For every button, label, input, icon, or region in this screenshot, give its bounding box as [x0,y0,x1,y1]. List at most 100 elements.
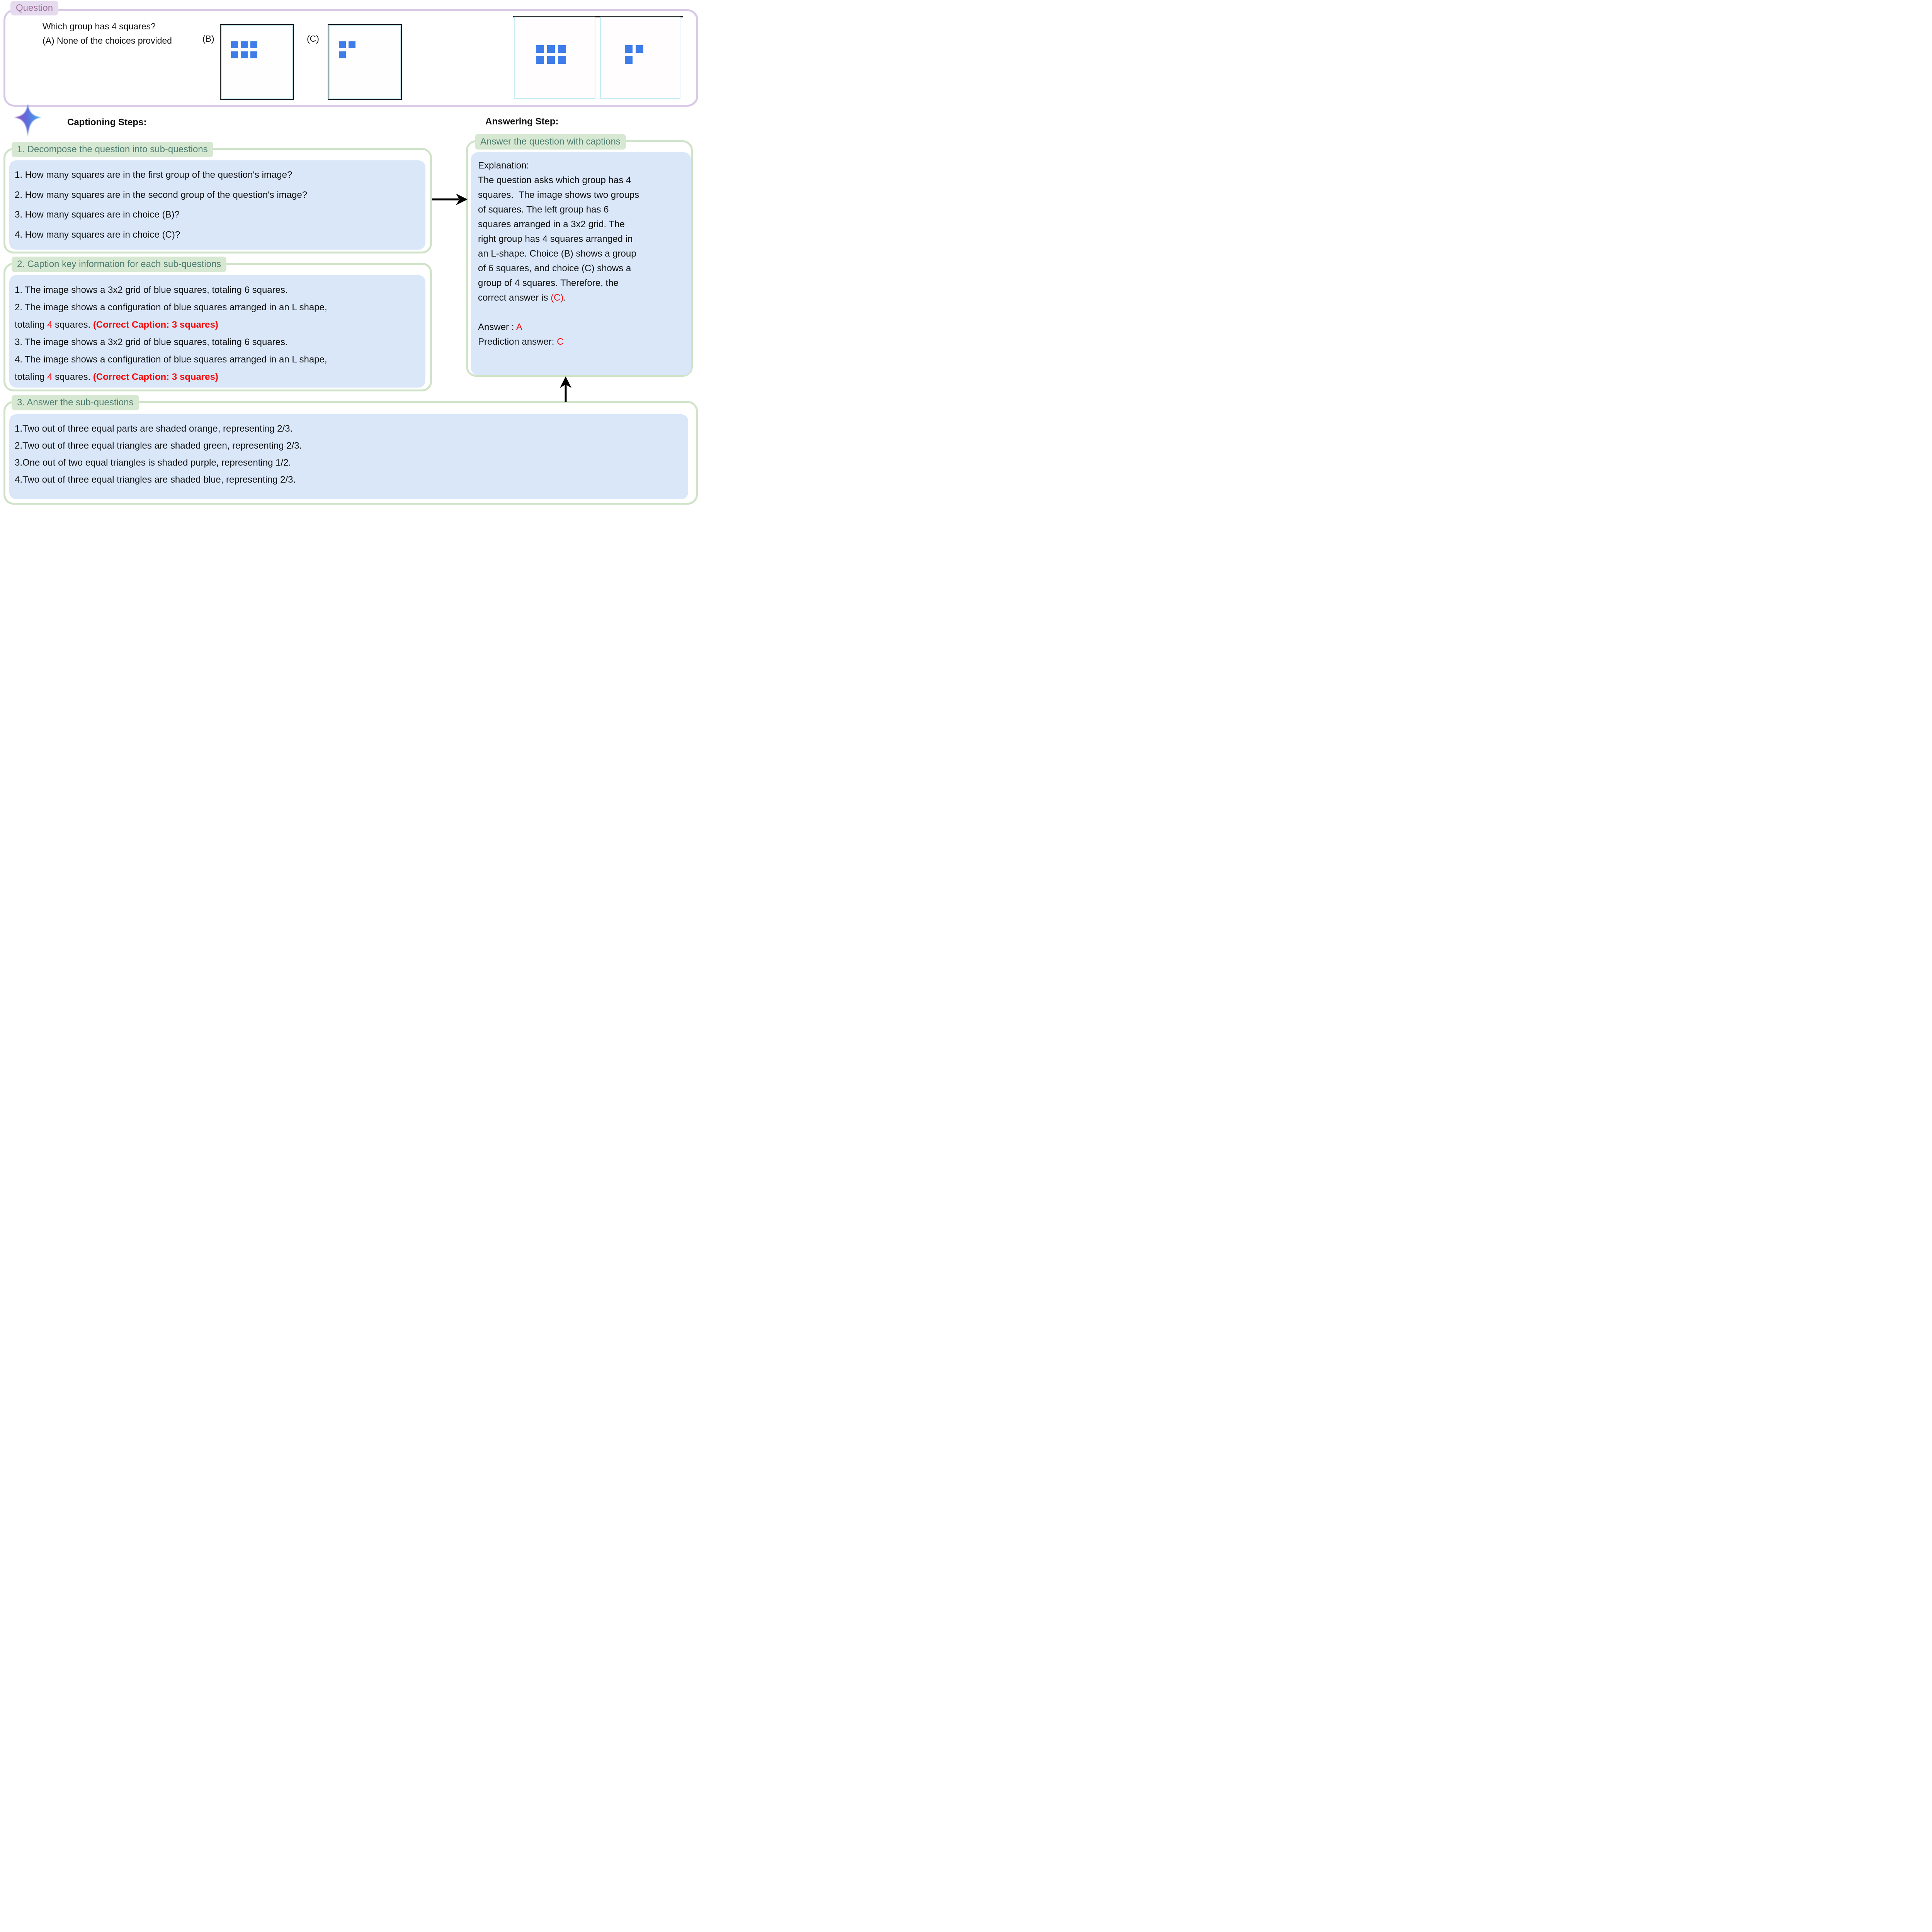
plain-text: totaling [15,320,48,330]
text-line: 3. The image shows a 3x2 grid of blue sq… [15,333,425,351]
plain-text: 2. The image shows a configuration of bl… [15,302,327,313]
plain-text: 2.Two out of three equal triangles are s… [15,440,302,451]
step1-label: 1. Decompose the question into sub-quest… [12,142,213,157]
step1-content: 1. How many squares are in the first gro… [9,160,425,250]
blue-square [547,56,555,64]
text-line: 4. The image shows a configuration of bl… [15,351,425,368]
plain-text: of 6 squares, and choice (C) shows a [478,263,631,274]
text-line: 3. How many squares are in choice (B)? [15,209,420,220]
arrow-up-icon [560,376,571,402]
plain-text: an L-shape. Choice (B) shows a group [478,248,636,259]
plain-text: 1. How many squares are in the first gro… [15,169,293,180]
plain-text: 2. How many squares are in the second gr… [15,189,308,200]
step1-box: 1. Decompose the question into sub-quest… [3,142,432,253]
answer-box: Answer the question with captions Explan… [466,134,693,377]
plain-text: 1. The image shows a 3x2 grid of blue sq… [15,285,288,295]
answering-step-header: Answering Step: [485,116,559,127]
answer-box-label: Answer the question with captions [475,134,626,150]
plain-text: totaling [15,372,48,382]
highlighted-text: 4 [47,320,53,330]
plain-text: of squares. The left group has 6 [478,204,609,215]
plain-text: Answer : [478,322,516,332]
text-line: Explanation: [478,158,691,173]
plain-text: . [563,293,566,303]
question-image-top-edge [513,16,683,17]
blue-square [231,41,238,48]
highlighted-text: A [516,322,522,332]
blue-square [625,56,633,64]
text-line: 1. How many squares are in the first gro… [15,170,420,180]
step2-content: 1. The image shows a 3x2 grid of blue sq… [9,275,425,388]
text-line: 2. The image shows a configuration of bl… [15,299,425,316]
text-line: right group has 4 squares arranged in [478,232,691,247]
arrow-right-icon [432,194,468,205]
text-line: Answer : A [478,320,691,335]
plain-text: The question asks which group has 4 [478,175,631,185]
blue-square [250,41,257,48]
text-line: 2. How many squares are in the second gr… [15,190,420,201]
text-line: 1.Two out of three equal parts are shade… [15,420,688,437]
plain-text: 1.Two out of three equal parts are shade… [15,423,293,434]
text-line: squares. The image shows two groups [478,188,691,202]
step2-box: 2. Caption key information for each sub-… [3,257,432,391]
blue-square [558,45,566,53]
plain-text: Prediction answer: [478,337,557,347]
text-line: 2.Two out of three equal triangles are s… [15,437,688,454]
highlighted-text: (Correct Caption: 3 squares) [93,372,218,382]
blue-square [349,41,355,48]
choice-b-label: (B) [202,34,214,44]
highlighted-text: C [557,337,564,347]
text-line: group of 4 squares. Therefore, the [478,276,691,291]
plain-text: 3.One out of two equal triangles is shad… [15,457,291,468]
text-line: 3.One out of two equal triangles is shad… [15,454,688,471]
blue-square [231,51,238,58]
blue-square [625,45,633,53]
plain-text: 4. The image shows a configuration of bl… [15,354,327,365]
figure-canvas: Question Which group has 4 squares? (A) N… [0,0,701,551]
choice-c-label: (C) [307,34,319,44]
plain-text: squares arranged in a 3x2 grid. The [478,219,625,230]
text-line: correct answer is (C). [478,291,691,305]
blue-square [547,45,555,53]
captioning-steps-header: Captioning Steps: [67,117,147,128]
plain-text: 3. How many squares are in choice (B)? [15,209,180,220]
plain-text: group of 4 squares. Therefore, the [478,278,619,288]
text-line: an L-shape. Choice (B) shows a group [478,247,691,261]
plain-text: 4. How many squares are in choice (C)? [15,230,180,240]
plain-text: Explanation: [478,160,529,171]
text-line [478,305,691,320]
question-line1: Which group has 4 squares? [43,21,156,31]
plain-text: squares. [52,372,93,382]
plain-text: squares. The image shows two groups [478,190,639,200]
question-image-right-group [600,17,680,99]
blue-square [339,51,346,58]
question-image-left-group [514,17,595,99]
answer-box-content: Explanation: The question asks which grou… [471,152,691,375]
text-line: 4. How many squares are in choice (C)? [15,230,420,240]
step3-label: 3. Answer the sub-questions [12,395,139,410]
step3-content: 1.Two out of three equal parts are shade… [9,414,688,499]
blue-square [558,56,566,64]
text-line: 4.Two out of three equal triangles are s… [15,471,688,488]
blue-square [250,51,257,58]
step2-label: 2. Caption key information for each sub-… [12,257,227,272]
highlighted-text: (C) [551,293,564,303]
sparkle-icon [14,104,42,137]
step3-box: 3. Answer the sub-questions 1.Two out of… [3,395,698,505]
choice-b-image [220,24,294,100]
blue-square [241,41,248,48]
plain-text: correct answer is [478,293,551,303]
question-line2: (A) None of the choices provided [43,36,172,46]
text-line: The question asks which group has 4 [478,173,691,188]
text-line: totaling 4 squares. (Correct Caption: 3 … [15,316,425,333]
plain-text: squares. [52,320,93,330]
highlighted-text: (Correct Caption: 3 squares) [93,320,218,330]
blue-square [636,45,643,53]
text-line: of 6 squares, and choice (C) shows a [478,261,691,276]
blue-square [241,51,248,58]
question-tab: Question [10,1,59,15]
text-line: Prediction answer: C [478,335,691,349]
question-text: Which group has 4 squares? (A) None of th… [43,19,172,48]
choice-c-image [328,24,402,100]
blue-square [536,56,544,64]
